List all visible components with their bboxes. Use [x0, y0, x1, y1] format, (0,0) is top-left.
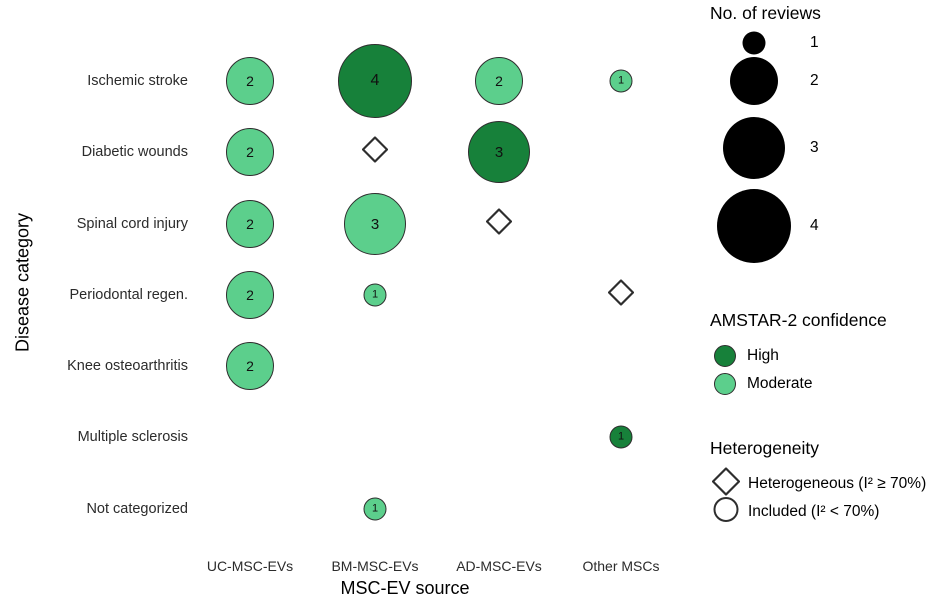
bubble-value-label: 1 — [617, 430, 625, 443]
y-axis-tick-3: Periodontal regen. — [69, 287, 189, 303]
heterogeneity-legend-label-0: Heterogeneous (I² ≥ 70%) — [748, 475, 927, 492]
x-axis-tick-3: Other MSCs — [582, 558, 660, 574]
x-axis-tick-1: BM-MSC-EVs — [331, 558, 419, 574]
x-axis-tick-0: UC-MSC-EVs — [206, 558, 294, 574]
size-legend-dot-4 — [717, 189, 791, 263]
y-axis-tick-4: Knee osteoarthritis — [67, 358, 188, 374]
y-axis-tick-1: Diabetic wounds — [81, 144, 188, 160]
x-axis-title: MSC-EV source — [340, 578, 470, 598]
confidence-legend-label-moderate: Moderate — [747, 375, 813, 392]
bubble-value-label: 2 — [495, 73, 503, 89]
size-legend-dot-2 — [730, 57, 778, 105]
bubble-value-label: 2 — [246, 287, 254, 303]
bubble-2-reviews[interactable]: 2 — [226, 342, 274, 390]
size-legend-dot-1 — [742, 31, 766, 55]
heterogeneity-legend-title: Heterogeneity — [710, 438, 819, 458]
confidence-legend-swatch-moderate[interactable] — [714, 373, 736, 395]
bubble-value-label: 3 — [494, 143, 504, 161]
bubble-value-label: 1 — [371, 502, 379, 515]
heterogeneity-legend-label-1: Included (I² < 70%) — [748, 503, 880, 520]
y-axis-tick-2: Spinal cord injury — [76, 216, 188, 232]
confidence-legend-label-high: High — [747, 347, 779, 364]
bubble-value-label: 4 — [370, 72, 380, 89]
bubble-value-label: 1 — [617, 74, 625, 87]
bubble-2-reviews[interactable]: 2 — [226, 57, 274, 105]
bubble-4-reviews[interactable]: 4 — [338, 44, 412, 118]
bubble-2-reviews[interactable]: 2 — [226, 128, 274, 176]
y-axis-tick-0: Ischemic stroke — [87, 73, 188, 89]
heterogeneous-marker[interactable] — [607, 278, 635, 311]
bubble-1-reviews[interactable]: 1 — [363, 497, 387, 521]
bubble-3-reviews[interactable]: 3 — [468, 121, 530, 183]
confidence-legend-title: AMSTAR-2 confidence — [710, 310, 887, 330]
bubble-3-reviews[interactable]: 3 — [344, 193, 406, 255]
bubble-value-label: 1 — [371, 288, 379, 301]
size-legend-title: No. of reviews — [710, 3, 821, 23]
y-axis-title: Disease category — [12, 212, 33, 353]
bubble-1-reviews[interactable]: 1 — [363, 283, 387, 307]
heterogeneity-legend-diamond-icon[interactable] — [711, 466, 741, 501]
size-legend-label-4: 4 — [810, 217, 819, 234]
x-axis-tick-2: AD-MSC-EVs — [456, 558, 542, 574]
size-legend-label-3: 3 — [810, 139, 819, 156]
size-legend-label-2: 2 — [810, 72, 819, 89]
bubble-value-label: 3 — [370, 215, 380, 233]
bubble-2-reviews[interactable]: 2 — [226, 271, 274, 319]
bubble-value-label: 2 — [246, 358, 254, 374]
bubble-1-reviews[interactable]: 1 — [609, 425, 633, 449]
bubble-value-label: 2 — [246, 144, 254, 160]
confidence-legend-swatch-high[interactable] — [714, 345, 736, 367]
y-axis-tick-6: Not categorized — [86, 501, 188, 517]
size-legend-dot-3 — [723, 117, 785, 179]
heterogeneity-legend-circle-icon[interactable] — [713, 497, 739, 528]
bubble-2-reviews[interactable]: 2 — [475, 57, 523, 105]
bubble-2-reviews[interactable]: 2 — [226, 200, 274, 248]
heterogeneous-marker[interactable] — [485, 207, 513, 240]
bubble-1-reviews[interactable]: 1 — [609, 69, 633, 93]
y-axis-tick-5: Multiple sclerosis — [77, 429, 188, 445]
heterogeneous-marker[interactable] — [361, 135, 389, 168]
bubble-value-label: 2 — [246, 216, 254, 232]
bubble-value-label: 2 — [246, 73, 254, 89]
size-legend-label-1: 1 — [810, 34, 819, 51]
